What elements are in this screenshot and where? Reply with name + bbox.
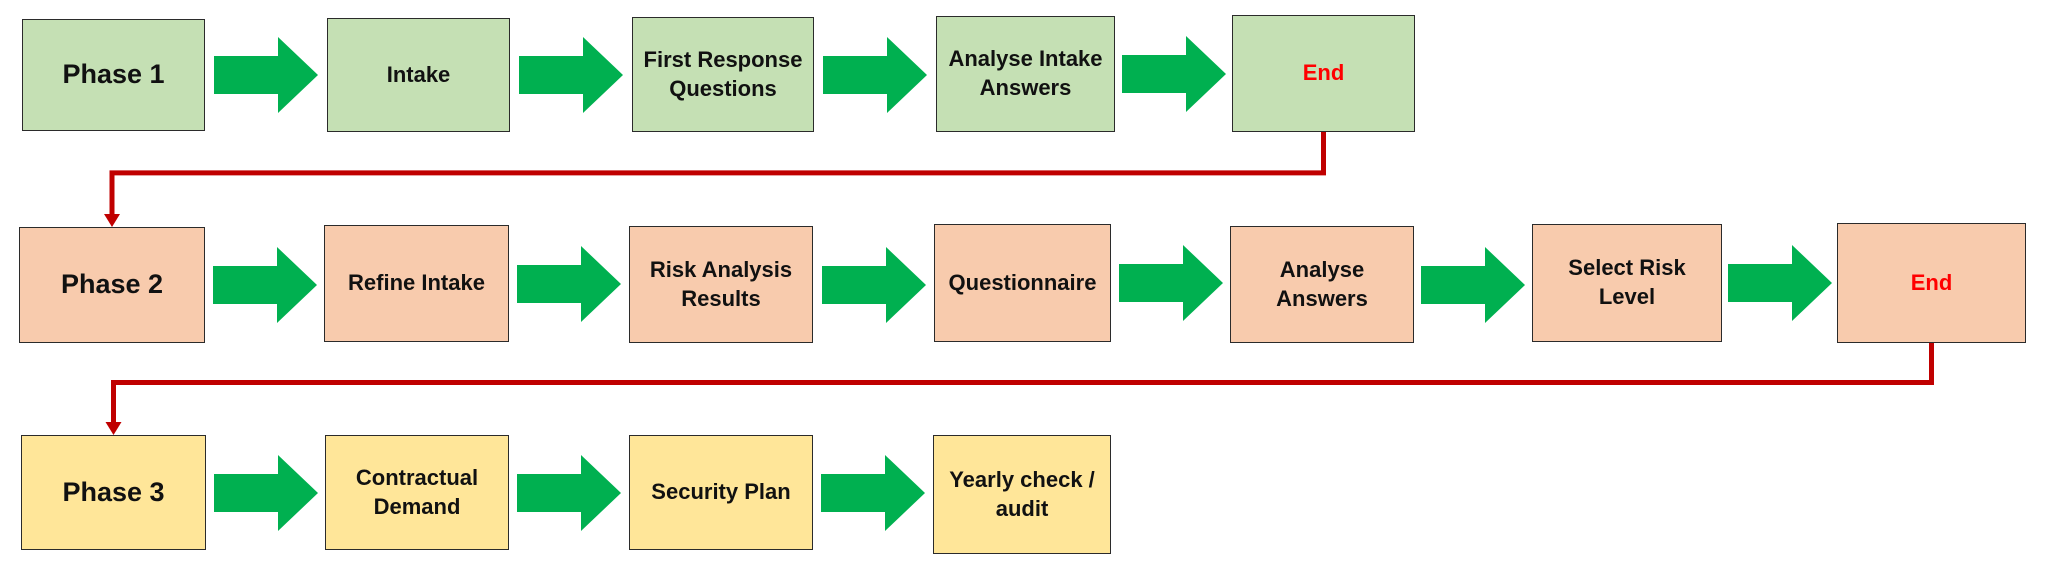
phase-title: Phase 1 (62, 59, 165, 90)
step-text: First Response Questions (643, 46, 803, 101)
step-text: Contractual Demand (355, 464, 479, 519)
flow-arrow-shape (213, 247, 317, 323)
phase-3-step-3-box: Yearly check / audit (933, 435, 1111, 554)
phase-title: Phase 2 (60, 269, 164, 300)
connector-phase-1-to-phase-2-arrowhead (104, 214, 120, 227)
phase-1-end-box: End (1232, 15, 1415, 132)
step-text: Intake (386, 61, 451, 87)
flow-arrow-shape (821, 455, 925, 531)
flow-arrow-shape (519, 37, 623, 113)
phase-3-step-1-box: Contractual Demand (325, 435, 509, 550)
flow-arrow-shape (1421, 247, 1525, 323)
phase-2-label-box: Phase 2 (19, 227, 205, 343)
phase-title: Phase 3 (62, 476, 165, 507)
flow-arrow-phase-1-2 (519, 37, 623, 113)
flow-arrow-shape (214, 37, 318, 113)
step-text: Analyse Answers (1276, 256, 1368, 311)
step-text: Refine Intake (348, 270, 485, 296)
flow-arrow-phase-1-4 (1122, 36, 1226, 112)
phase-3-label-box: Phase 3 (21, 435, 206, 550)
step-text: Risk Analysis Results (649, 256, 793, 311)
phase-3-step-2-box: Security Plan (629, 435, 813, 550)
phase-2-step-2-box: Risk Analysis Results (629, 226, 813, 343)
step-text: Questionnaire (948, 269, 1097, 295)
flow-arrow-phase-1-1 (214, 37, 318, 113)
flow-arrow-shape (823, 37, 927, 113)
end-text: End (1302, 60, 1345, 86)
flow-arrow-shape (214, 455, 318, 531)
flow-arrow-phase-3-1 (214, 455, 318, 531)
phase-1-label-box: Phase 1 (22, 19, 205, 131)
flow-arrow-phase-3-2 (517, 455, 621, 531)
flow-arrow-shape (1119, 245, 1223, 321)
flow-arrow-phase-2-5 (1421, 247, 1525, 323)
step-text: Select Risk Level (1568, 255, 1686, 309)
flow-arrow-phase-2-6 (1728, 245, 1832, 321)
step-text: Yearly check / audit (949, 466, 1095, 521)
phase-2-step-4-box: Analyse Answers (1230, 226, 1414, 343)
flow-arrow-shape (517, 455, 621, 531)
phase-2-step-1-box: Refine Intake (324, 225, 509, 342)
connector-phase-2-to-phase-3-arrowhead (105, 422, 122, 435)
flow-arrow-shape (1122, 36, 1226, 112)
step-text: Analyse Intake Answers (948, 46, 1103, 100)
flow-arrow-phase-2-3 (822, 247, 926, 323)
flow-arrow-phase-3-3 (821, 455, 925, 531)
phase-1-step-1-box: Intake (327, 18, 510, 132)
flow-arrow-phase-2-4 (1119, 245, 1223, 321)
phase-2-step-5-box: Select Risk Level (1532, 224, 1722, 342)
connector-phase-1-to-phase-2 (104, 132, 1326, 227)
step-text: Security Plan (651, 479, 791, 505)
connector-phase-2-to-phase-3-line (111, 343, 1934, 424)
phase-2-step-3-box: Questionnaire (934, 224, 1111, 342)
phase-2-end-box: End (1837, 223, 2026, 343)
flow-arrow-shape (822, 247, 926, 323)
end-text: End (1910, 269, 1953, 295)
flow-arrow-phase-1-3 (823, 37, 927, 113)
connector-phase-2-to-phase-3 (105, 343, 1934, 435)
phase-1-step-2-box: First Response Questions (632, 17, 814, 132)
flow-arrow-shape (517, 246, 621, 322)
connector-phase-1-to-phase-2-line (109, 132, 1326, 216)
flow-arrow-phase-2-2 (517, 246, 621, 322)
phase-1-step-3-box: Analyse Intake Answers (936, 16, 1115, 132)
flow-arrow-shape (1728, 245, 1832, 321)
flow-arrow-phase-2-1 (213, 247, 317, 323)
